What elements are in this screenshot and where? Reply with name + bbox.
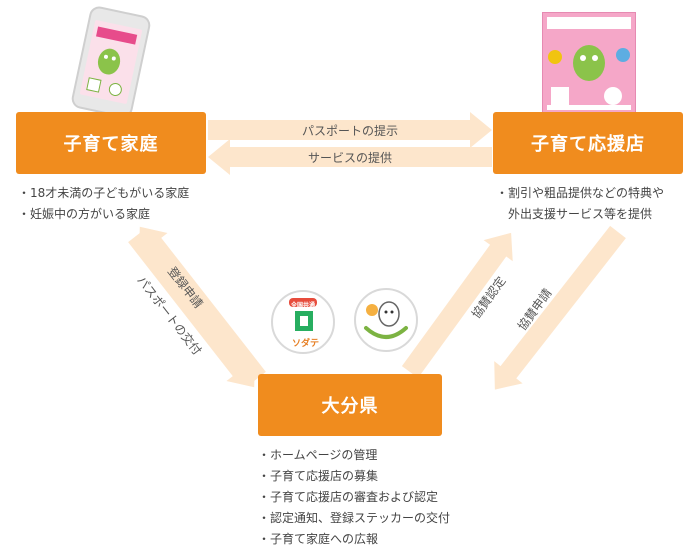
prefecture-desc-item: ・ホームページの管理 xyxy=(258,448,378,462)
arrow-support-approval xyxy=(401,232,513,378)
prefecture-description: ・ホームページの管理 ・子育て応援店の募集 ・子育て応援店の審査および認定 ・認… xyxy=(258,445,450,550)
prefecture-desc-item: ・子育て家庭への広報 xyxy=(258,532,379,546)
arrow-support-apply xyxy=(494,225,626,390)
soda-logo-text: ソダテ xyxy=(292,339,320,349)
label-service-provide: サービスの提供 xyxy=(308,150,392,165)
soda-badge-text: 全国共通 xyxy=(291,302,316,309)
shop-desc-item: ・割引や粗品提供などの特典や xyxy=(496,186,665,200)
family-description: ・18才未満の子どもがいる家庭 ・妊娠中の方がいる家庭 xyxy=(18,183,189,225)
baby-logo-icon xyxy=(354,288,418,352)
poster-icon xyxy=(542,12,636,114)
node-prefecture: 大分県 xyxy=(258,374,442,436)
smartphone-icon xyxy=(69,4,153,120)
label-passport-present: パスポートの提示 xyxy=(302,123,398,138)
family-desc-item: ・18才未満の子どもがいる家庭 xyxy=(18,186,190,200)
shop-description: ・割引や粗品提供などの特典や 外出支援サービス等を提供 xyxy=(496,183,664,225)
prefecture-desc-item: ・認定通知、登録ステッカーの交付 xyxy=(258,511,451,525)
soda-logo-icon: 全国共通 ソダテ xyxy=(271,290,335,354)
family-desc-item: ・妊娠中の方がいる家庭 xyxy=(18,207,151,221)
node-family: 子育て家庭 xyxy=(16,112,206,174)
shop-desc-item: 外出支援サービス等を提供 xyxy=(496,207,653,221)
prefecture-desc-item: ・子育て応援店の募集 xyxy=(258,469,379,483)
prefecture-desc-item: ・子育て応援店の審査および認定 xyxy=(258,490,439,504)
arrow-service-provide xyxy=(208,139,492,175)
arrow-passport-present xyxy=(208,112,492,148)
arrow-passport-issue xyxy=(139,226,266,385)
node-shop: 子育て応援店 xyxy=(493,112,683,174)
